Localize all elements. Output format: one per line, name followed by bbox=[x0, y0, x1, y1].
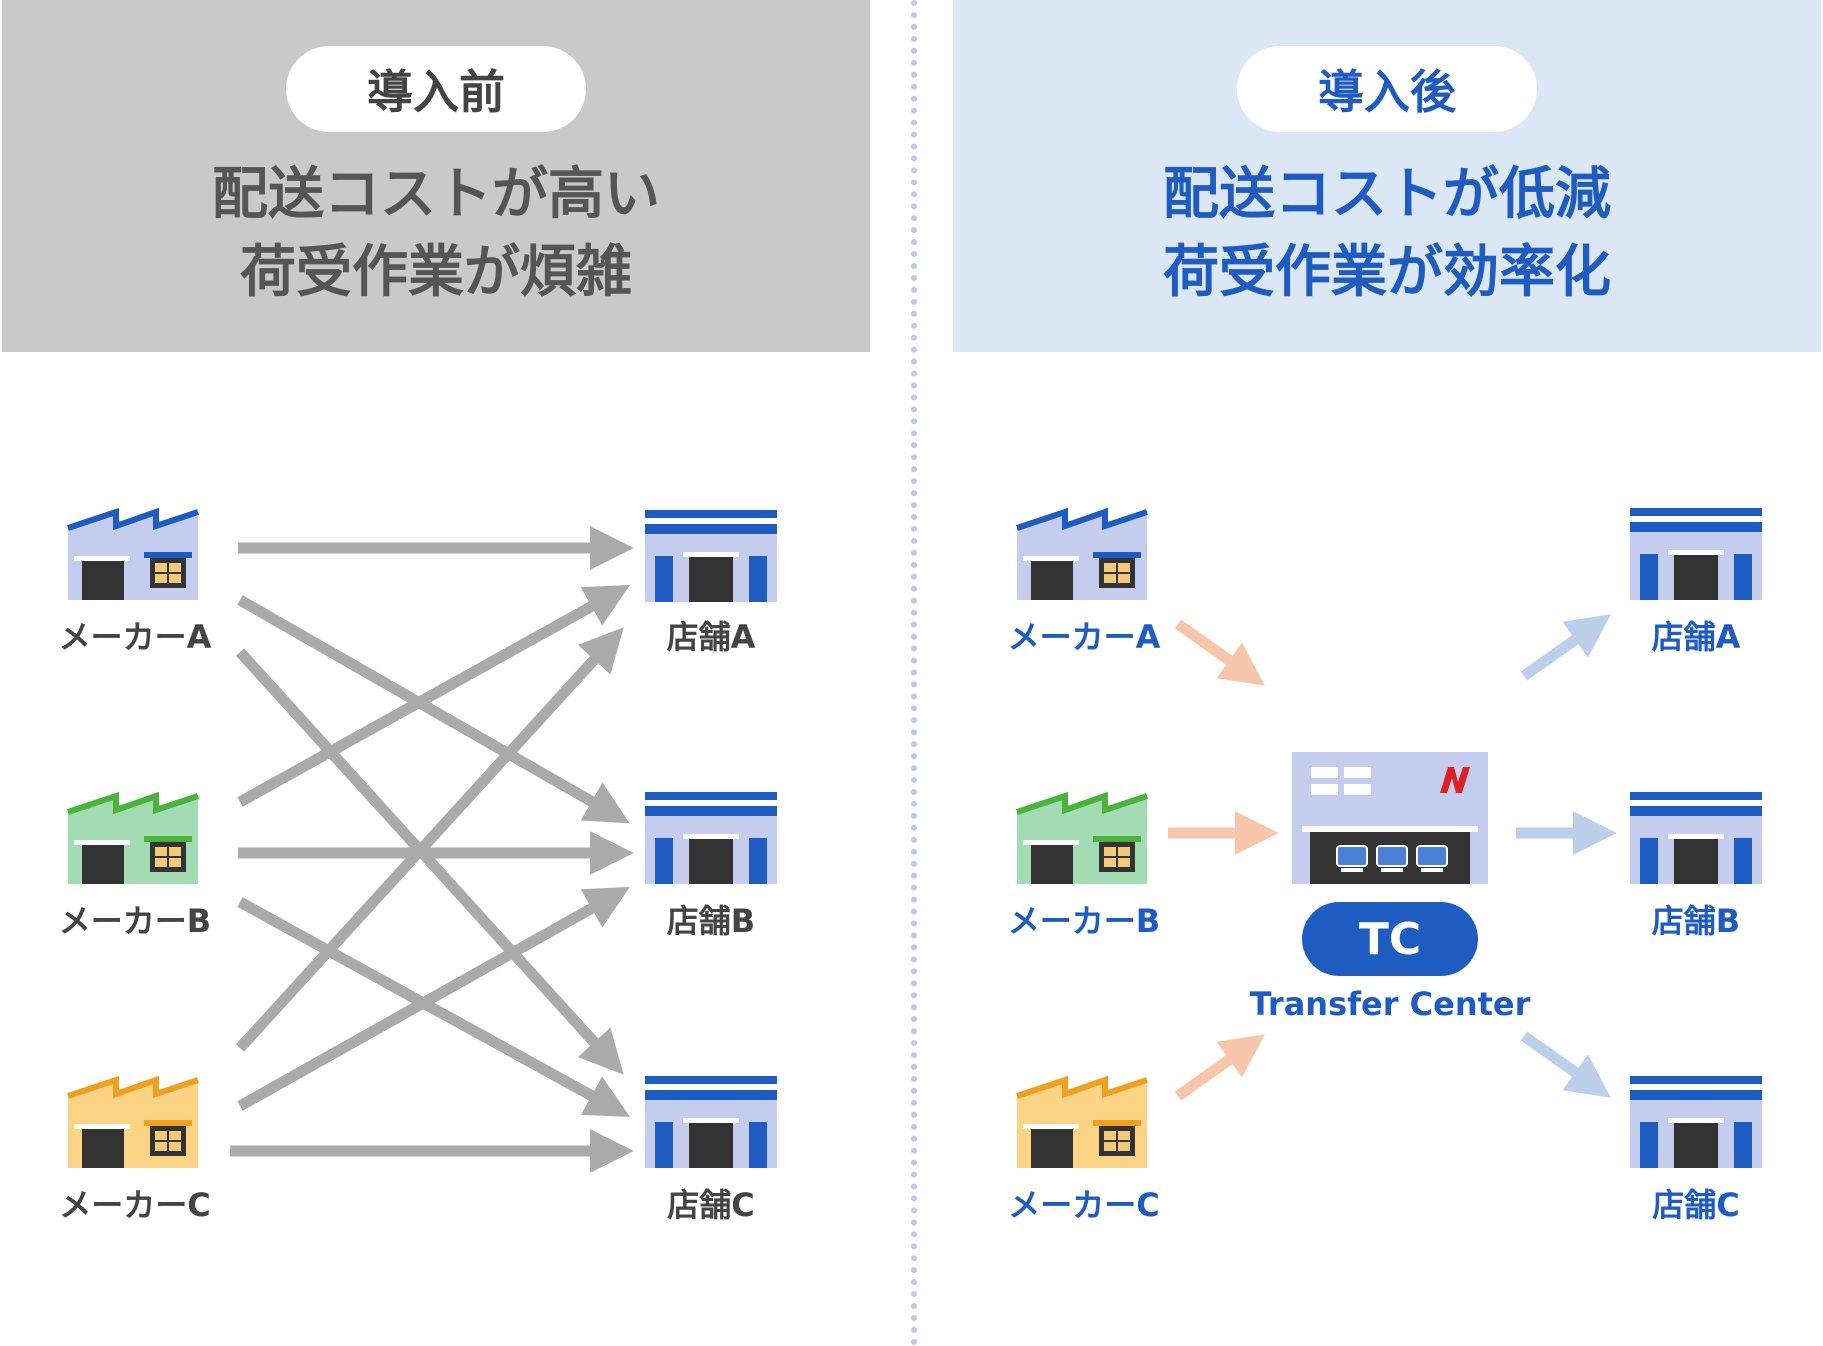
after-maker-c-label: メーカーC bbox=[1008, 1186, 1160, 1224]
arrow-maker-a-to-tc bbox=[1174, 619, 1266, 686]
before-maker-a-label: メーカーA bbox=[58, 618, 212, 656]
after-store-b-icon bbox=[1630, 792, 1762, 884]
after-store-c-label: 店舗C bbox=[1652, 1186, 1740, 1224]
arrow-tc-to-store-c bbox=[1520, 1031, 1612, 1098]
before-store-b-icon bbox=[645, 792, 777, 884]
before-store-c-label: 店舗C bbox=[667, 1186, 755, 1224]
transfer-center-building-icon bbox=[1292, 752, 1488, 884]
after-maker-a-label: メーカーA bbox=[1007, 618, 1161, 656]
arrow-maker-b-to-store-a bbox=[237, 585, 630, 807]
before-maker-a-factory-icon bbox=[68, 512, 198, 600]
after-badge: 導入後 bbox=[1237, 46, 1537, 132]
before-store-c-icon bbox=[645, 1076, 777, 1168]
arrow-maker-c-to-store-b bbox=[237, 886, 630, 1111]
before-headline-1: 配送コストが高い bbox=[212, 162, 660, 227]
before-maker-b-label: メーカーB bbox=[58, 902, 212, 940]
after-store-c-icon bbox=[1630, 1076, 1762, 1168]
after-headline-2: 荷受作業が効率化 bbox=[1163, 240, 1611, 305]
after-headline-1: 配送コストが低減 bbox=[1163, 162, 1611, 227]
after-store-b-label: 店舗B bbox=[1651, 902, 1741, 940]
tc-subtitle: Transfer Center bbox=[1249, 985, 1531, 1023]
before-headline-2: 荷受作業が煩雑 bbox=[240, 240, 632, 305]
after-maker-c-factory-icon bbox=[1017, 1080, 1147, 1168]
before-store-b-label: 店舗B bbox=[666, 902, 756, 940]
arrow-maker-c-to-store-a bbox=[235, 627, 624, 1052]
before-maker-b-factory-icon bbox=[68, 796, 198, 884]
tc-badge: TC bbox=[1302, 902, 1478, 976]
after-store-a-label: 店舗A bbox=[1651, 618, 1741, 656]
after-panel: 導入後 配送コストが低減 荷受作業が効率化 bbox=[953, 0, 1821, 352]
before-maker-c-factory-icon bbox=[68, 1080, 198, 1168]
after-store-a-icon bbox=[1630, 508, 1762, 600]
arrow-tc-to-store-a bbox=[1520, 614, 1612, 681]
after-maker-b-factory-icon bbox=[1017, 796, 1147, 884]
arrow-maker-c-to-tc bbox=[1174, 1034, 1266, 1101]
before-maker-c-label: メーカーC bbox=[59, 1186, 211, 1224]
before-store-a-icon bbox=[645, 510, 777, 602]
panel-divider bbox=[911, 0, 917, 1346]
after-maker-a-factory-icon bbox=[1017, 512, 1147, 600]
n-logo-icon bbox=[1440, 767, 1470, 793]
before-store-a-label: 店舗A bbox=[666, 618, 756, 656]
after-maker-b-label: メーカーB bbox=[1007, 902, 1161, 940]
before-badge: 導入前 bbox=[286, 46, 586, 132]
before-panel: 導入前 配送コストが高い 荷受作業が煩雑 bbox=[2, 0, 870, 352]
